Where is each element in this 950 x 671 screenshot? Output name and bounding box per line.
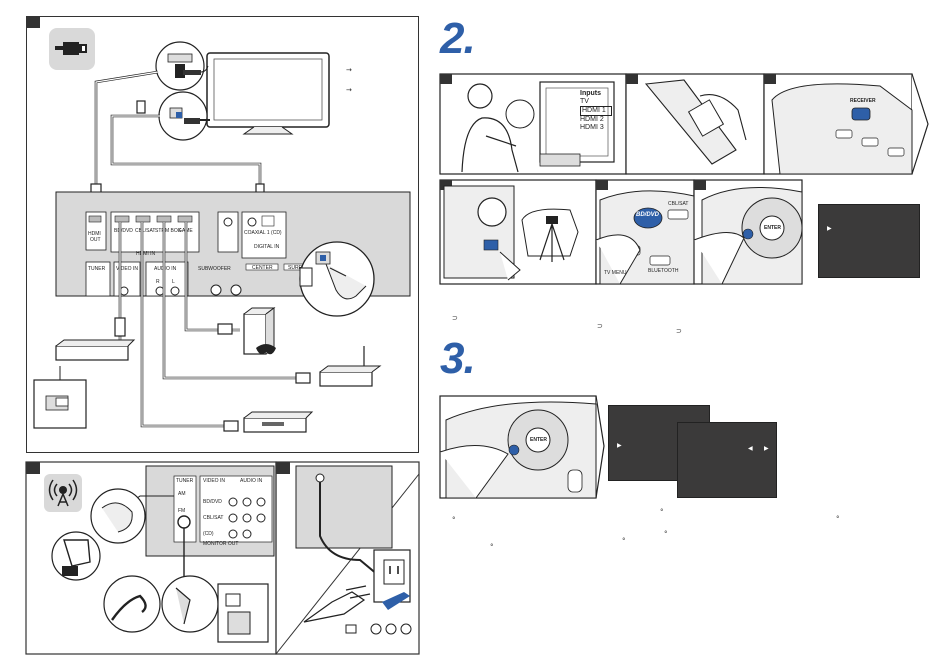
step3-screen-2: ◀ ▶ bbox=[677, 422, 777, 498]
cursor-arrow-icon: ▶ bbox=[617, 443, 622, 449]
tuner-am: AM bbox=[178, 491, 186, 497]
tuner-label: TUNER bbox=[176, 478, 194, 484]
label-in-cblsat: CBL/SAT bbox=[135, 228, 155, 234]
tv-input-item: HDMI 1 bbox=[580, 106, 612, 116]
receiver-button-label: RECEIVER bbox=[850, 98, 876, 104]
footnote-mark: ° bbox=[660, 508, 664, 516]
footnote-mark: ° bbox=[622, 537, 626, 545]
tuner-video-in: VIDEO IN bbox=[203, 478, 225, 484]
enter-button-label-step3: ENTER bbox=[530, 437, 547, 443]
label-subwoofer: SUBWOOFER bbox=[198, 266, 231, 272]
receiver-rear-panel bbox=[55, 191, 411, 297]
footnote-mark: ° bbox=[452, 516, 456, 524]
game-console bbox=[243, 307, 276, 355]
svg-text:R: R bbox=[156, 279, 160, 285]
footnote-mark: ⊃ bbox=[452, 314, 458, 322]
tv-input-item: TV bbox=[580, 98, 589, 105]
footnote-mark: ° bbox=[490, 543, 494, 551]
bd-player bbox=[55, 339, 136, 381]
tv-illustration bbox=[206, 52, 330, 135]
left-arrow-icon: ◀ bbox=[748, 446, 753, 452]
tuner-fm: FM bbox=[178, 508, 185, 514]
step-3-number: 3. bbox=[440, 334, 476, 383]
label-center: CENTER bbox=[252, 265, 273, 271]
label-digital-in: DIGITAL IN bbox=[254, 244, 280, 250]
footnote-mark: ⊃ bbox=[597, 322, 603, 330]
label-audio-in: AUDIO IN bbox=[154, 266, 177, 272]
label-in-bddvd: BD/DVD bbox=[114, 228, 133, 234]
cursor-arrow-icon: ▶ bbox=[827, 226, 832, 232]
streaming-box bbox=[319, 346, 382, 387]
step-2-number: 2. bbox=[440, 14, 476, 63]
hdmi-icon bbox=[49, 28, 95, 70]
tv-input-item: HDMI 3 bbox=[580, 124, 604, 131]
bddvd-button-label: BD/DVD bbox=[636, 212, 660, 218]
step2-setup-screen: ▶ bbox=[818, 204, 920, 278]
svg-text:OUT: OUT bbox=[90, 237, 101, 243]
cblsat-button-label: CBL/SAT bbox=[668, 201, 689, 207]
step2-scene-bd-button bbox=[595, 179, 695, 285]
footnote-mark: ° bbox=[836, 515, 840, 523]
svg-text:L: L bbox=[172, 279, 175, 285]
tuner-cd: (CD) bbox=[203, 531, 214, 537]
connection-panel bbox=[26, 16, 419, 453]
label-hdmi-in: HDMI IN bbox=[136, 251, 156, 257]
right-arrow-icon: ▶ bbox=[764, 446, 769, 452]
footnote-mark: ° bbox=[664, 530, 668, 538]
tv-arrow-1: → bbox=[346, 66, 352, 74]
step2-scene-receiver-button bbox=[763, 73, 929, 175]
tuner-monitor-out: MONITOR OUT bbox=[203, 541, 238, 547]
label-tuner: TUNER bbox=[88, 266, 106, 272]
label-in-strm: STRM BOX bbox=[155, 228, 182, 234]
tv-input-item: HDMI 2 bbox=[580, 116, 604, 123]
bluetooth-button-label: BLUETOOTH bbox=[648, 268, 679, 274]
enter-button-label: ENTER bbox=[764, 225, 781, 231]
tv-arrow-2: → bbox=[346, 86, 352, 94]
step3-scene-remote bbox=[439, 395, 605, 499]
step2-scene-tv bbox=[439, 73, 627, 175]
tv-inputs-title: Inputs bbox=[580, 90, 601, 97]
tv-inputs-menu: Inputs TV HDMI 1 HDMI 2 HDMI 3 bbox=[580, 90, 612, 132]
cable-box bbox=[243, 411, 314, 433]
label-hdmi-out: HDMI bbox=[88, 231, 101, 237]
step2-scene-battery bbox=[625, 73, 765, 175]
label-coaxial: COAXIAL 1 (CD) bbox=[244, 230, 282, 236]
tv-menu-label: TV MENU bbox=[604, 270, 627, 276]
label-video-in: VIDEO IN bbox=[116, 266, 138, 272]
tuner-bddvd: BD/DVD bbox=[203, 499, 222, 505]
footnote-mark: ⊃ bbox=[676, 327, 682, 335]
step2-scene-enter bbox=[693, 179, 803, 285]
step2-scene-mic bbox=[439, 179, 597, 285]
panel-corner-tab bbox=[26, 16, 40, 28]
tuner-audio-in: AUDIO IN bbox=[240, 478, 263, 484]
tuner-cblsat: CBL/SAT bbox=[203, 515, 223, 521]
